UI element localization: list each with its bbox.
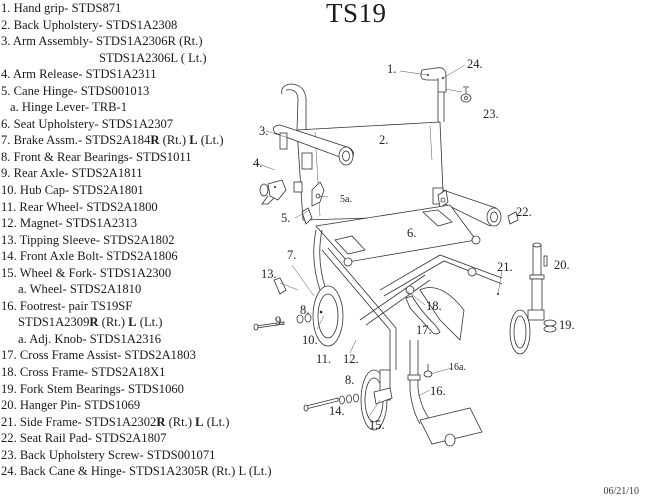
exploded-wheelchair-diagram: 1. 24. 23. 2. 3. 4. 5a. 5. 6. 22. 7. 13.… <box>253 57 575 447</box>
seat-upholstery <box>315 204 481 267</box>
callouts: 1. 24. 23. 2. 3. 4. 5a. 5. 6. 22. 7. 13.… <box>253 57 575 432</box>
callout-16a: 16a. <box>449 362 466 373</box>
callout-5a: 5a. <box>340 194 352 205</box>
part-8: 8. Front & Rear Bearings- STDS1011 <box>1 149 192 164</box>
callout-21: 21. <box>497 260 513 274</box>
part-12: 12. Magnet- STDS1A2313 <box>1 216 138 231</box>
part-10: 10. Hub Cap- STDS2A1801 <box>1 183 144 198</box>
part-23: 23. Back Upholstery Screw- STDS001071 <box>1 447 216 462</box>
part-7-prefix: 7. Brake Assm.- STDS2A184 <box>1 133 151 148</box>
part-21: 21. Side Frame- STDS1A2302R (Rt.) L (Lt.… <box>1 414 281 431</box>
part-15: 15. Wheel & Fork- STDS1A2300 <box>1 265 172 280</box>
callout-9: 9. <box>275 314 284 328</box>
part-11: 11. Rear Wheel- STDS2A1800 <box>1 199 158 214</box>
callout-19: 19. <box>559 318 575 332</box>
cross-frame-assist <box>405 295 441 335</box>
callout-18: 18. <box>426 299 442 313</box>
callout-7: 7. <box>287 248 296 262</box>
callout-6: 6. <box>407 226 416 240</box>
callout-20: 20. <box>554 258 570 272</box>
part-16: 16. Footrest- pair TS19SF <box>1 298 133 313</box>
part-5: 5. Cane Hinge- STDS001013 <box>1 83 150 98</box>
part-7: 7. Brake Assm.- STDS2A184R (Rt.) L (Lt.) <box>1 132 281 149</box>
part-3: 3. Arm Assembly- STDS1A2306R (Rt.) <box>1 34 203 49</box>
callout-10: 10. <box>302 333 318 347</box>
callout-15: 15. <box>369 418 385 432</box>
callout-3: 3. <box>259 124 268 138</box>
part-19: 19. Fork Stem Bearings- STDS1060 <box>1 381 184 396</box>
part-6: 6. Seat Upholstery- STDS1A2307 <box>1 116 174 131</box>
part-16-left-code: L <box>128 315 137 330</box>
part-1: 1. Hand grip- STDS871 <box>1 1 122 15</box>
seat-rail-pad <box>507 211 519 225</box>
part-16-variant: STDS1A2309R (Rt.) L (Lt.) <box>1 314 281 331</box>
part-2: 2. Back Upholstery- STDS1A2308 <box>1 17 178 32</box>
part-16-suffix: (Lt.) <box>136 315 163 330</box>
part-21-left-code: L <box>195 414 204 429</box>
callout-4: 4. <box>253 156 262 170</box>
part-18: 18. Cross Frame- STDS2A18X1 <box>1 365 166 380</box>
part-16-mid: (Rt.) <box>98 315 129 330</box>
callout-11: 11. <box>316 352 331 366</box>
part-7-right-code: R <box>150 133 160 148</box>
footrest <box>407 340 483 447</box>
part-17: 17. Cross Frame Assist- STDS2A1803 <box>1 348 196 363</box>
part-7-mid: (Rt.) <box>159 133 190 148</box>
part-21-prefix: 21. Side Frame- STDS1A2302 <box>1 414 157 429</box>
hand-grip <box>420 67 447 93</box>
part-24: 24. Back Cane & Hinge- STDS1A2305R (Rt.)… <box>1 464 272 479</box>
callout-8-front: 8. <box>345 373 354 387</box>
callout-14: 14. <box>329 404 345 418</box>
leader-lines <box>255 64 503 419</box>
part-20: 20. Hanger Pin- STDS1069 <box>1 398 141 413</box>
part-7-left-code: L <box>189 133 198 148</box>
front-fork-right <box>509 242 557 355</box>
part-13: 13. Tipping Sleeve- STDS2A1802 <box>1 232 175 247</box>
part-7-suffix: (Lt.) <box>197 133 224 148</box>
callout-24: 24. <box>467 57 483 71</box>
part-5a: a. Hinge Lever- TRB-1 <box>10 100 128 115</box>
part-21-suffix: (Lt.) <box>203 414 230 429</box>
callout-5: 5. <box>281 211 290 225</box>
back-upholstery <box>296 121 445 221</box>
callout-23: 23. <box>483 107 499 121</box>
part-3-left-variant: STDS1A2306L ( Lt.) <box>99 50 207 65</box>
part-14: 14. Front Axle Bolt- STDS2A1806 <box>1 249 178 264</box>
callout-17: 17. <box>416 323 432 337</box>
callout-22: 22. <box>516 205 532 219</box>
part-9: 9. Rear Axle- STDS2A1811 <box>1 166 143 181</box>
part-22: 22. Seat Rail Pad- STDS2A1807 <box>1 431 167 446</box>
rear-wheel <box>253 277 344 347</box>
part-15a: a. Wheel- STDS2A1810 <box>18 282 142 297</box>
model-title: TS19 <box>326 0 387 28</box>
callout-13: 13. <box>261 267 277 281</box>
part-21-right-code: R <box>156 414 166 429</box>
part-21-mid: (Rt.) <box>165 414 196 429</box>
revision-date: 06/21/10 <box>603 486 639 497</box>
callout-16: 16. <box>430 384 446 398</box>
cane-hinges <box>301 181 449 225</box>
callout-2: 2. <box>379 133 388 147</box>
part-16-prefix: STDS1A2309 <box>18 315 90 330</box>
part-16a: a. Adj. Knob- STDS1A2316 <box>18 331 162 346</box>
part-4: 4. Arm Release- STDS1A2311 <box>1 67 157 82</box>
front-wheel <box>303 369 393 431</box>
frames <box>313 229 503 370</box>
part-16-right-code: R <box>89 315 99 330</box>
callout-8-rear: 8. <box>300 303 309 317</box>
upholstery-screw <box>460 86 472 103</box>
back-canes <box>281 83 445 131</box>
callout-12: 12. <box>343 352 359 366</box>
callout-1: 1. <box>387 62 396 76</box>
arm-release <box>259 179 303 205</box>
left-arm <box>272 124 354 170</box>
parts-list: 1. Hand grip- STDS871 2. Back Upholstery… <box>1 0 281 480</box>
